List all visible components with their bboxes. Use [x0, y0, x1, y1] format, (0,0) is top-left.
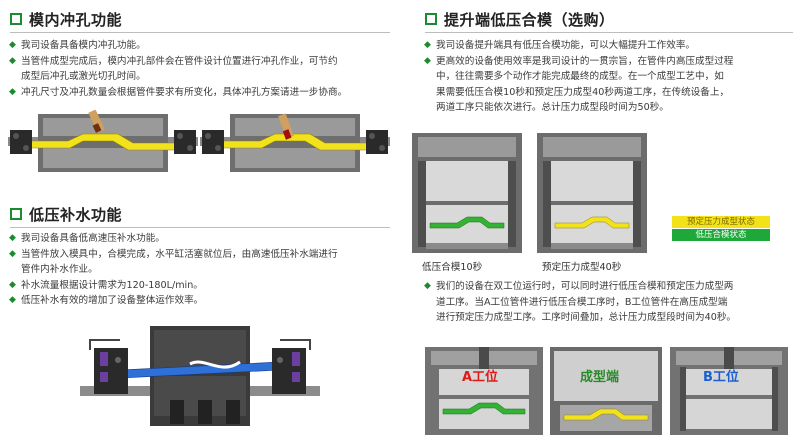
- caption-pressure-forming: 预定压力成型40秒: [542, 262, 622, 273]
- list-item-continuation: 两道工序只能依次进行。总计压力成型段时间为50秒。: [436, 102, 669, 113]
- section-title-upgrade: 提升端低压合模（选购）: [425, 8, 793, 33]
- water-refill-diagram: [80, 326, 320, 426]
- list-item: ◆当管件成型完成后，模内冲孔部件会在管件设计位置进行冲孔作业，可节约: [8, 54, 398, 70]
- section-divider: [10, 32, 390, 33]
- list-item: ◆我们的设备在双工位运行时，可以同时进行低压合模和预定压力成型两: [423, 279, 795, 295]
- section-divider: [10, 227, 390, 228]
- section-marker-icon: [10, 13, 22, 25]
- list-item: ◆更高效的设备使用效率是我司设计的一贯宗旨，在管件内高压成型过程: [423, 54, 795, 70]
- section-marker-icon: [425, 13, 437, 25]
- state-legend: 预定压力成型状态 低压合模状态: [672, 216, 770, 241]
- press-diagram-pressure-forming: [537, 133, 647, 253]
- section-title-punching: 模内冲孔功能: [10, 8, 390, 33]
- water-bullet-list: ◆我司设备具备低高速压补水功能。 ◆当管件放入模具中，合模完成，水平缸活塞就位后…: [8, 231, 398, 309]
- legend-low-pressure-state: 低压合模状态: [672, 229, 770, 241]
- upgrade-bullet-list-bottom: ◆我们的设备在双工位运行时，可以同时进行低压合模和预定压力成型两 道工序。当A工…: [423, 279, 795, 326]
- forming-station-label: 成型端: [580, 370, 620, 385]
- list-item: ◆冲孔尺寸及冲孔数量会根据管件要求有所变化，具体冲孔方案请进一步协商。: [8, 85, 398, 101]
- section-divider: [425, 32, 793, 33]
- diamond-bullet-icon: ◆: [424, 40, 431, 50]
- legend-forming-state: 预定压力成型状态: [672, 216, 770, 228]
- list-item-continuation: 道工序。当A工位管件进行低压合模工序时，B工位管件在高压成型端: [436, 296, 728, 308]
- list-item-continuation: 管件内补水作业。: [21, 264, 98, 275]
- diamond-bullet-icon: ◆: [9, 86, 16, 97]
- diamond-bullet-icon: ◆: [424, 281, 431, 291]
- list-item: ◆当管件放入模具中，合模完成，水平缸活塞就位后，由高速低压补水端进行: [8, 247, 398, 263]
- station-b-label: B工位: [703, 370, 739, 385]
- punching-diagram-before: [8, 110, 198, 172]
- list-item: ◆我司设备具备模内冲孔功能。: [8, 38, 398, 54]
- forming-station-diagram: [550, 347, 662, 435]
- press-diagram-low-pressure: [412, 133, 522, 253]
- list-item: ◆我司设备具备低高速压补水功能。: [8, 231, 398, 247]
- list-item: ◆补水流量根据设计需求为120-180L/min。: [8, 278, 398, 294]
- list-item-continuation: 进行预定压力成型工序。工序时间叠加，总计压力成型段时间为40秒。: [436, 312, 737, 323]
- station-b-diagram: [670, 347, 788, 435]
- diamond-bullet-icon: ◆: [9, 233, 16, 243]
- list-item-continuation: 成型后冲孔或激光切孔时间。: [21, 71, 146, 82]
- punching-diagram-after: [200, 113, 390, 172]
- list-item-continuation: 果需要低压合模10秒和预定压力成型40秒两道工序，在传统设备上，: [436, 86, 730, 98]
- list-item: ◆低压补水有效的增加了设备整体运作效率。: [8, 293, 398, 309]
- section-marker-icon: [10, 208, 22, 220]
- diamond-bullet-icon: ◆: [9, 248, 16, 259]
- diamond-bullet-icon: ◆: [9, 295, 16, 305]
- station-a-label: A工位: [462, 370, 499, 385]
- diamond-bullet-icon: ◆: [9, 279, 16, 290]
- diamond-bullet-icon: ◆: [9, 55, 16, 66]
- upgrade-bullet-list-top: ◆我司设备提升端具有低压合模功能，可以大幅提升工作效率。 ◆更高效的设备使用效率…: [423, 38, 795, 116]
- section-title-water: 低压补水功能: [10, 203, 390, 228]
- punching-bullet-list: ◆我司设备具备模内冲孔功能。 ◆当管件成型完成后，模内冲孔部件会在管件设计位置进…: [8, 38, 398, 100]
- station-a-diagram: [425, 347, 543, 435]
- diamond-bullet-icon: ◆: [9, 40, 16, 50]
- diamond-bullet-icon: ◆: [424, 55, 431, 66]
- caption-low-pressure-closing: 低压合模10秒: [422, 262, 483, 273]
- list-item-continuation: 中，往往需要多个动作才能完成最终的成型。在一个成型工艺中，如: [436, 71, 724, 82]
- list-item: ◆我司设备提升端具有低压合模功能，可以大幅提升工作效率。: [423, 38, 795, 54]
